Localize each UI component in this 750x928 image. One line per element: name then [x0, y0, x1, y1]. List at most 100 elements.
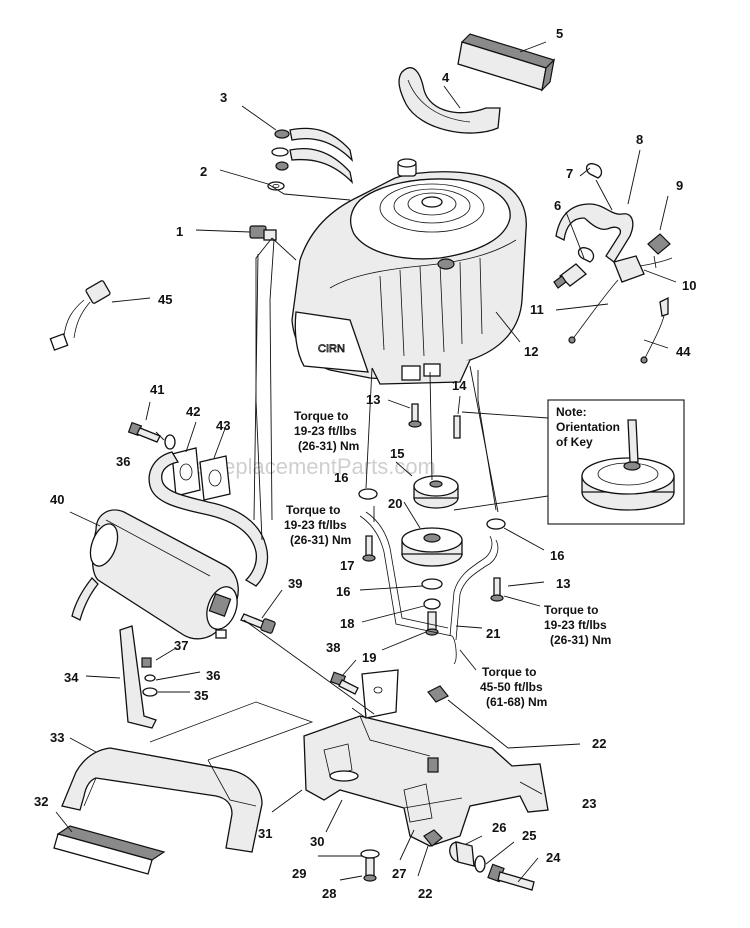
- callout-44: 44: [676, 344, 691, 359]
- part-25-washer: [474, 855, 486, 873]
- part-29-washer: [360, 849, 380, 859]
- callout-19: 19: [362, 650, 376, 665]
- callout-13-lower: 13: [556, 576, 570, 591]
- callout-1: 1: [176, 224, 183, 239]
- part-16-washer-center: [421, 578, 443, 590]
- callout-2: 2: [200, 164, 207, 179]
- callout-26: 26: [492, 820, 506, 835]
- callout-22-upper: 22: [592, 736, 606, 751]
- part-6-fuel-filter: [553, 263, 587, 289]
- key-orientation-inset: [547, 399, 685, 525]
- part-40-muffler: [71, 509, 239, 640]
- callout-24: 24: [546, 850, 561, 865]
- svg-text:CIRN: CIRN: [318, 343, 345, 355]
- callout-28: 28: [322, 886, 336, 901]
- callout-20: 20: [388, 496, 402, 511]
- callout-40: 40: [50, 492, 64, 507]
- svg-text:19-23 ft/lbs: 19-23 ft/lbs: [544, 618, 607, 632]
- part-18-washer: [423, 598, 441, 610]
- part-3-nut-and-lines: [271, 127, 354, 184]
- part-22-nut-lower: [423, 829, 443, 847]
- part-30-engine-mount: [303, 669, 549, 847]
- torque-note-2: Torque to 19-23 ft/lbs (26-31) Nm: [284, 503, 351, 547]
- part-exhaust-pipe: [148, 451, 269, 587]
- callout-41: 41: [150, 382, 164, 397]
- part-45-wire-harness: [49, 280, 111, 351]
- callout-36-lower: 36: [206, 668, 220, 683]
- watermark: eReplacementParts.com: [195, 454, 436, 479]
- part-16-washer-left: [358, 488, 378, 500]
- part-41-bolt: [127, 421, 161, 443]
- part-28-bolt: [363, 857, 377, 882]
- part-2-washer: [267, 181, 285, 191]
- callout-35: 35: [194, 688, 208, 703]
- svg-text:(26-31) Nm: (26-31) Nm: [298, 439, 359, 453]
- svg-text:(26-31) Nm: (26-31) Nm: [550, 633, 611, 647]
- part-38-bolt: [329, 671, 359, 695]
- callout-23: 23: [582, 796, 596, 811]
- callout-42: 42: [186, 404, 200, 419]
- callout-36-upper: 36: [116, 454, 130, 469]
- callout-16-right: 16: [550, 548, 564, 563]
- part-36-washer: [164, 434, 176, 450]
- callout-37: 37: [174, 638, 188, 653]
- callout-32: 32: [34, 794, 48, 809]
- callout-18: 18: [340, 616, 354, 631]
- callout-17: 17: [340, 558, 354, 573]
- svg-text:of Key: of Key: [556, 435, 593, 449]
- callout-8: 8: [636, 132, 643, 147]
- svg-text:Torque to: Torque to: [286, 503, 340, 517]
- svg-text:Torque to: Torque to: [482, 665, 536, 679]
- callout-29: 29: [292, 866, 306, 881]
- part-8-fuel-hose: [555, 203, 634, 263]
- part-43-gasket: [199, 455, 231, 501]
- part-9-connector: [647, 233, 671, 269]
- svg-text:(61-68) Nm: (61-68) Nm: [486, 695, 547, 709]
- callout-33: 33: [50, 730, 64, 745]
- part-26-spacer: [449, 841, 475, 867]
- callout-15: 15: [390, 446, 404, 461]
- part-22-nut-upper: [427, 685, 449, 703]
- part-24-bolt: [487, 863, 535, 891]
- svg-text:Note:: Note:: [556, 405, 587, 419]
- part-34-bracket: [119, 625, 157, 729]
- part-12-engine: CIRN: [291, 158, 527, 385]
- svg-text:19-23 ft/lbs: 19-23 ft/lbs: [294, 424, 357, 438]
- leader-lines: [55, 41, 677, 883]
- part-44-wire: [640, 296, 669, 364]
- callout-11: 11: [530, 302, 544, 317]
- callout-12: 12: [524, 344, 538, 359]
- callout-27: 27: [392, 866, 406, 881]
- part-13-bolt-lower: [490, 577, 504, 602]
- part-15-pulley: [413, 475, 459, 509]
- part-35-37-hardware: [141, 657, 158, 697]
- callout-30: 30: [310, 834, 324, 849]
- svg-text:19-23 ft/lbs: 19-23 ft/lbs: [284, 518, 347, 532]
- part-1-fitting: [249, 225, 277, 241]
- part-31-plate: [149, 701, 314, 807]
- callout-22-lower: 22: [418, 886, 432, 901]
- callout-10: 10: [682, 278, 696, 293]
- torque-note-1: Torque to 19-23 ft/lbs (26-31) Nm: [294, 409, 359, 453]
- callout-4: 4: [442, 70, 450, 85]
- part-11-wire: [568, 279, 619, 344]
- part-17-bolt: [362, 535, 376, 562]
- callout-numbers: 5 4 3 2 1 8 7 9 6 10 45 11 12 44 41 13 1…: [34, 26, 696, 901]
- torque-note-3: Torque to 19-23 ft/lbs (26-31) Nm: [544, 603, 611, 647]
- callout-21: 21: [486, 626, 500, 641]
- part-32-foam-pad: [53, 825, 166, 875]
- part-4-breather-tube: [398, 67, 501, 134]
- part-13-bolt-upper: [408, 403, 422, 428]
- part-33-heat-shield: [61, 747, 263, 853]
- callout-16-center: 16: [336, 584, 350, 599]
- part-5-foam-block: [457, 33, 556, 92]
- part-20-pulley: [401, 527, 463, 567]
- part-7-clamp: [577, 163, 603, 263]
- part-39-bolt: [240, 613, 276, 634]
- callout-6: 6: [554, 198, 561, 213]
- svg-text:Torque to: Torque to: [544, 603, 598, 617]
- callout-31: 31: [258, 826, 272, 841]
- callout-5: 5: [556, 26, 563, 41]
- svg-text:45-50 ft/lbs: 45-50 ft/lbs: [480, 680, 543, 694]
